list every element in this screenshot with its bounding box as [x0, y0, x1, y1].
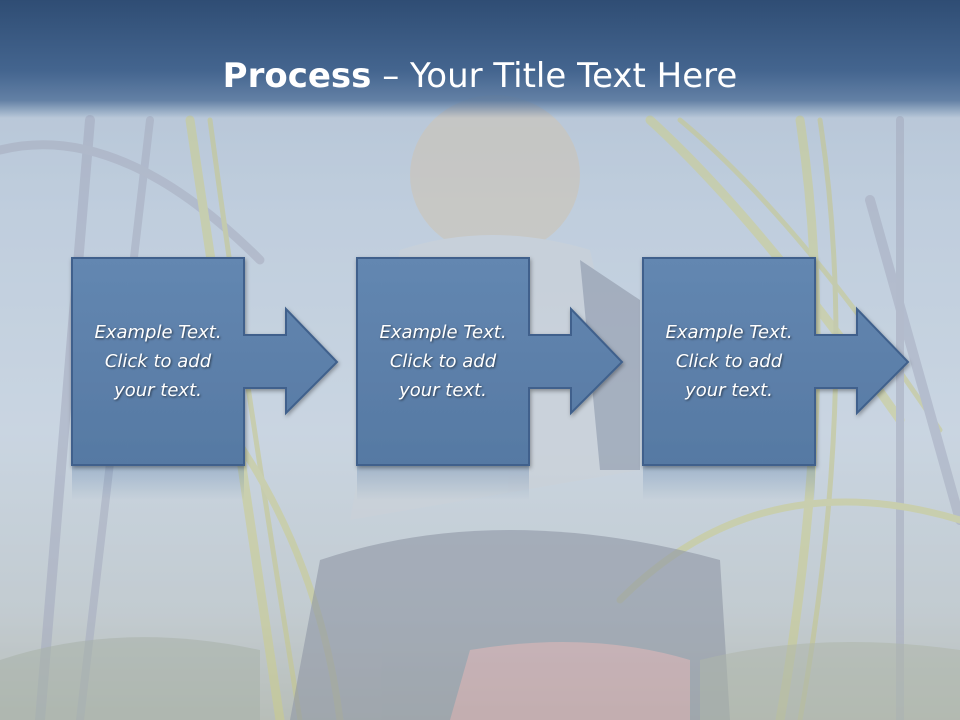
step-1-reflection	[72, 466, 244, 500]
title-bar	[0, 0, 960, 118]
step-1-line-2: Click to add	[104, 350, 212, 372]
process-step-3[interactable]	[642, 257, 910, 500]
step-3-line-1: Example Text.	[665, 321, 793, 343]
step-3-line-3: your text.	[685, 379, 773, 401]
title-bold: Process	[222, 56, 372, 96]
step-2-reflection	[357, 466, 529, 500]
step-3-line-2: Click to add	[675, 350, 783, 372]
step-2-line-2: Click to add	[389, 350, 497, 372]
step-3-reflection	[643, 466, 815, 500]
step-3-shape	[642, 257, 910, 466]
step-2-line-1: Example Text.	[379, 321, 507, 343]
step-1-line-1: Example Text.	[94, 321, 222, 343]
slide-title[interactable]: Process – Your Title Text Here	[0, 54, 960, 98]
title-rest: Your Title Text Here	[410, 56, 738, 96]
step-2-line-3: your text.	[399, 379, 487, 401]
step-1-shape	[71, 257, 339, 466]
step-1-line-3: your text.	[114, 379, 202, 401]
step-2-text[interactable]: Example Text. Click to add your text.	[357, 258, 529, 464]
step-3-text[interactable]: Example Text. Click to add your text.	[643, 258, 815, 464]
title-separator: –	[371, 56, 411, 96]
process-step-2[interactable]	[356, 257, 624, 500]
process-step-1[interactable]	[71, 257, 339, 500]
step-2-shape	[356, 257, 624, 466]
step-1-text[interactable]: Example Text. Click to add your text.	[72, 258, 244, 464]
